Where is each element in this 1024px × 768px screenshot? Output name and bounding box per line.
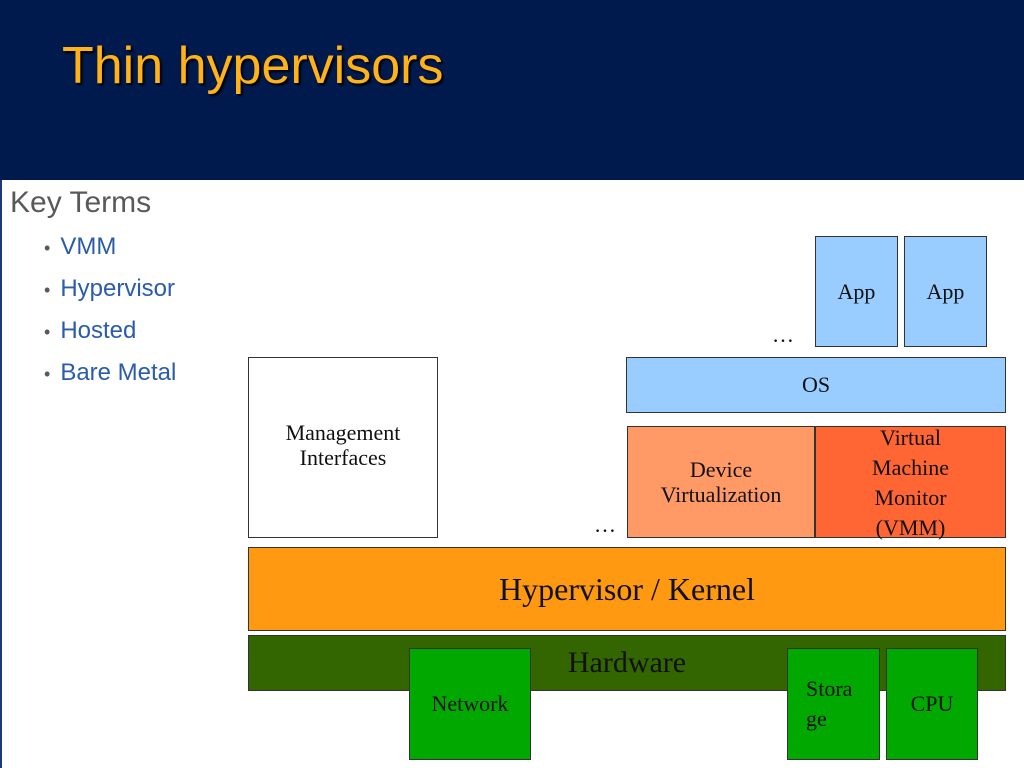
- cpu-box: CPU: [886, 648, 978, 760]
- header-bar: Thin hypervisors: [0, 0, 1024, 180]
- device-virtualization-box: Device Virtualization: [627, 426, 815, 538]
- key-term-label: Bare Metal: [60, 359, 177, 386]
- bullet-icon: •: [44, 237, 51, 258]
- key-terms-list: • VMM • Hypervisor • Hosted • Bare Metal: [44, 230, 176, 398]
- hypervisor-kernel-box: Hypervisor / Kernel: [248, 547, 1006, 631]
- slide-title: Thin hypervisors: [62, 37, 444, 95]
- app-label: App: [837, 278, 876, 304]
- storage-label: Stora ge: [806, 676, 853, 731]
- network-label: Network: [431, 691, 509, 717]
- management-interfaces-box: Management Interfaces: [248, 357, 438, 538]
- storage-box: Stora ge: [787, 648, 880, 760]
- key-term-item: • Hosted: [44, 314, 176, 356]
- os-label: OS: [801, 372, 831, 398]
- management-label: Management Interfaces: [285, 420, 401, 471]
- bullet-icon: •: [44, 279, 51, 300]
- app-box-1: App: [815, 236, 898, 347]
- app-box-2: App: [904, 236, 987, 347]
- app-label: App: [926, 278, 965, 304]
- vmm-label: Virtual Machine Monitor (VMM): [872, 425, 949, 541]
- os-box: OS: [626, 357, 1006, 413]
- apps-ellipsis: …: [772, 322, 794, 347]
- cpu-label: CPU: [910, 691, 954, 717]
- layer-ellipsis: …: [594, 512, 616, 537]
- hypervisor-label: Hypervisor / Kernel: [499, 570, 755, 607]
- key-term-item: • Hypervisor: [44, 272, 176, 314]
- network-box: Network: [409, 648, 531, 760]
- key-term-item: • VMM: [44, 230, 176, 272]
- key-term-item: • Bare Metal: [44, 356, 176, 398]
- hardware-label: Hardware: [567, 646, 687, 679]
- key-term-label: Hypervisor: [60, 275, 176, 302]
- bullet-icon: •: [44, 363, 51, 384]
- key-term-label: VMM: [60, 233, 117, 260]
- vmm-box: Virtual Machine Monitor (VMM): [815, 425, 1006, 540]
- bullet-icon: •: [44, 321, 51, 342]
- key-terms-heading: Key Terms: [10, 186, 152, 219]
- key-term-label: Hosted: [60, 317, 137, 344]
- device-virtualization-label: Device Virtualization: [660, 456, 782, 507]
